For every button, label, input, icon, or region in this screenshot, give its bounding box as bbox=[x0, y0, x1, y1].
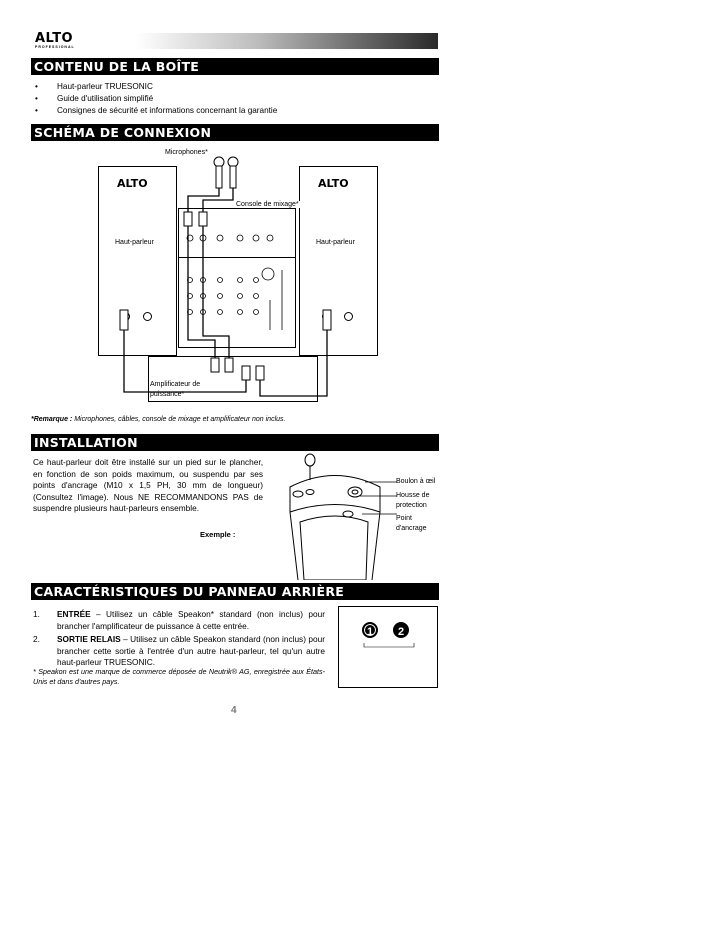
rear-panel-list: 1. ENTRÉE – Utilisez un câble Speakon* s… bbox=[33, 609, 325, 669]
callout-eyebolt: Boulon à œil bbox=[396, 478, 436, 485]
speakon-jack bbox=[143, 312, 152, 321]
connector-2: 2 bbox=[393, 622, 409, 638]
logo-subtext: PROFESSIONAL bbox=[35, 45, 75, 49]
page-number: 4 bbox=[231, 705, 237, 716]
right-speaker: ALTO Haut-parleur bbox=[299, 166, 378, 356]
diagram-note: *Remarque : Microphones, câbles, console… bbox=[31, 416, 286, 423]
list-item: 1. ENTRÉE – Utilisez un câble Speakon* s… bbox=[33, 609, 325, 631]
speaker-label: Haut-parleur bbox=[316, 239, 355, 246]
speaker-top-illustration bbox=[289, 453, 381, 580]
rear-panel-illustration: 1 2 bbox=[338, 606, 438, 688]
callout-lines bbox=[360, 481, 397, 515]
speakon-jack bbox=[344, 312, 353, 321]
link-bracket bbox=[363, 643, 415, 648]
amplifier-label: Amplificateur de puissance* bbox=[150, 381, 201, 398]
installation-title: INSTALLATION bbox=[31, 434, 439, 451]
list-item: 2. SORTIE RELAIS – Utilisez un câble Spe… bbox=[33, 634, 325, 668]
list-item: •Haut-parleur TRUESONIC bbox=[35, 82, 153, 91]
microphones-label: Microphones* bbox=[165, 149, 208, 156]
mixer-label: Console de mixage* bbox=[234, 201, 301, 208]
list-item: •Consignes de sécurité et informations c… bbox=[35, 106, 278, 115]
contents-title: CONTENU DE LA BOÎTE bbox=[31, 58, 439, 75]
rear-panel-title: CARACTÉRISTIQUES DU PANNEAU ARRIÈRE bbox=[31, 583, 439, 600]
connector-1: 1 bbox=[362, 622, 378, 638]
mixer-top-panel bbox=[179, 209, 295, 258]
header-gradient-bar bbox=[35, 33, 438, 49]
alto-logo: ALTO bbox=[117, 177, 148, 190]
alto-logo: ALTO PROFESSIONAL bbox=[35, 31, 93, 49]
example-label: Exemple : bbox=[200, 530, 236, 539]
installation-text: Ce haut-parleur doit être installé sur u… bbox=[33, 457, 263, 514]
left-speaker: ALTO Haut-parleur bbox=[98, 166, 177, 356]
speaker-label: Haut-parleur bbox=[115, 239, 154, 246]
contents-list: •Haut-parleur TRUESONIC •Guide d'utilisa… bbox=[35, 82, 435, 116]
footnote: * Speakon est une marque de commerce dép… bbox=[33, 667, 325, 686]
alto-logo: ALTO bbox=[318, 177, 349, 190]
diagram-title: SCHÉMA DE CONNEXION bbox=[31, 124, 439, 141]
mixing-console bbox=[178, 208, 296, 348]
logo-text: ALTO bbox=[35, 31, 74, 46]
list-item: •Guide d'utilisation simplifié bbox=[35, 94, 154, 103]
